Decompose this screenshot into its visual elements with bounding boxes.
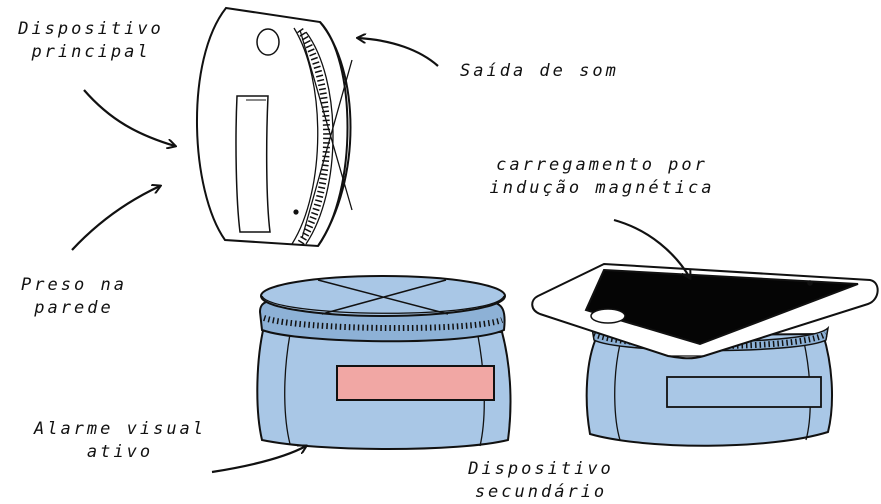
- label-charging: carregamento por indução magnética: [489, 155, 715, 198]
- secondary-device-alarm: [256, 275, 512, 450]
- label-visual-alarm: Alarme visual ativo: [33, 419, 207, 462]
- label-wall-mounted: Preso na parede: [21, 275, 127, 318]
- label-secondary-device: Dispositivo secundário: [468, 459, 614, 502]
- arrow-icon: [613, 218, 690, 278]
- arrows: [71, 38, 690, 474]
- arrow-icon: [71, 186, 160, 251]
- phone-icon: [531, 262, 879, 360]
- arrow-icon: [83, 89, 175, 146]
- label-sound-output: Saída de som: [460, 61, 619, 81]
- label-main-device: Dispositivo principal: [18, 19, 164, 62]
- arrow-icon: [211, 446, 306, 474]
- main-device: [196, 6, 353, 248]
- arrow-icon: [358, 38, 439, 67]
